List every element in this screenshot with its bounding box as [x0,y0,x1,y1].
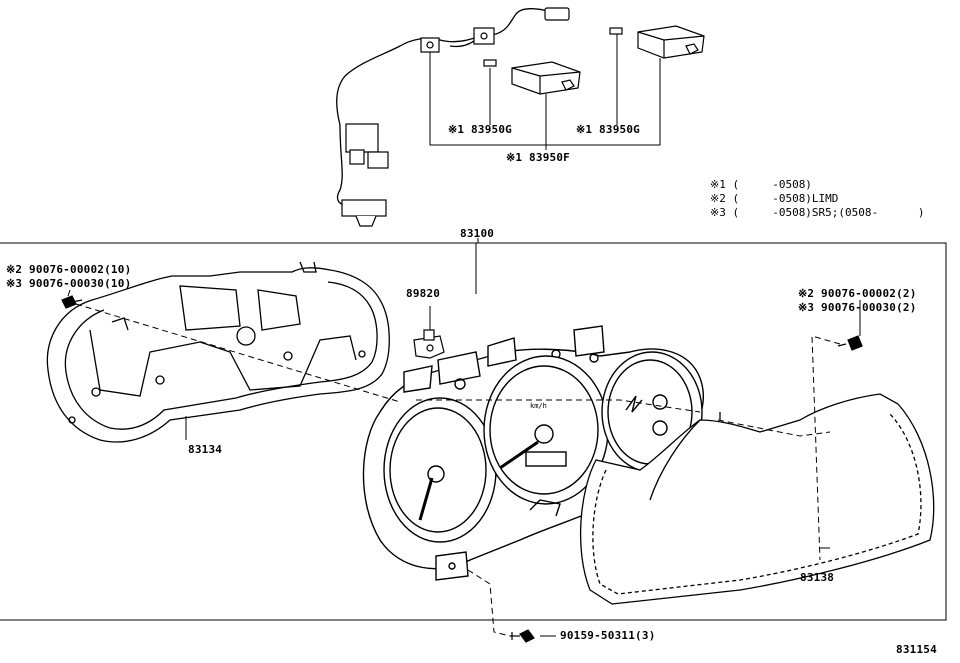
label-83950g-right: ※1 83950G [576,123,640,136]
figure-number: 831154 [896,643,937,656]
label-83950g-left: ※1 83950G [448,123,512,136]
screw-bottom [510,629,535,643]
note-3: ※3 ( -0508)SR5;(0508- ) [710,206,925,219]
harness-connector-block [341,123,389,227]
label-screws-right-1: ※2 90076-00002(2) [798,287,917,300]
bulb-83950g-left [483,59,497,67]
lens-83138 [579,393,935,605]
wire-connector-top [420,7,570,53]
socket-83950f-right [637,25,705,59]
rear-housing-83134 [46,261,390,443]
label-83100: 83100 [460,227,495,240]
label-83134: 83134 [188,443,223,456]
label-screws-left-1: ※2 90076-00002(10) [6,263,132,276]
screw-right [837,335,863,351]
label-screws-left-2: ※3 90076-00030(10) [6,277,132,290]
assembly-frame [0,238,947,621]
label-89820: 89820 [406,287,441,300]
bulb-83950g-right [609,27,623,35]
note-1: ※1 ( -0508) [710,178,812,191]
label-83138: 83138 [800,571,835,584]
label-screws-right-2: ※3 90076-00030(2) [798,301,917,314]
note-2: ※2 ( -0508)LIMD [710,192,839,205]
socket-89820 [413,329,445,359]
socket-83950f-left [511,61,581,95]
meter-cluster-body [362,325,704,581]
label-83950f: ※1 83950F [506,151,570,164]
leader-lines [67,243,861,637]
wire-harness [336,8,561,206]
speed-unit-label: km/h [530,402,547,410]
label-screw-bottom: 90159-50311(3) [560,629,656,642]
callout-lines-top [429,34,661,150]
